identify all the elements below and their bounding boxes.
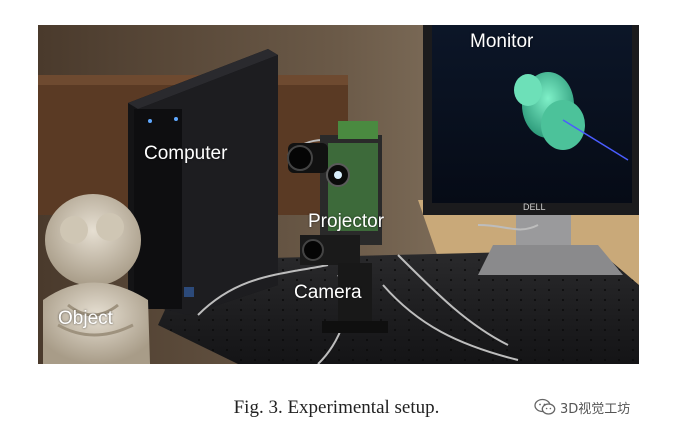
projector-camera-rig (287, 121, 388, 333)
svg-text:DELL: DELL (523, 202, 546, 212)
label-object: Object (58, 308, 113, 329)
figure-caption: Fig. 3. Experimental setup. (233, 397, 440, 418)
experimental-setup-photo: DELL (38, 25, 639, 364)
wechat-icon (534, 398, 556, 416)
angel-statue (43, 194, 150, 364)
label-projector: Projector (308, 211, 385, 232)
monitor: DELL (423, 25, 639, 275)
label-computer: Computer (144, 143, 228, 164)
label-camera: Camera (294, 282, 362, 303)
computer-tower (128, 49, 278, 315)
watermark-text: 3D视觉工坊 (560, 401, 631, 417)
watermark: 3D视觉工坊 (534, 397, 630, 417)
photo-illustration: DELL (38, 25, 639, 364)
label-monitor: Monitor (470, 31, 534, 52)
